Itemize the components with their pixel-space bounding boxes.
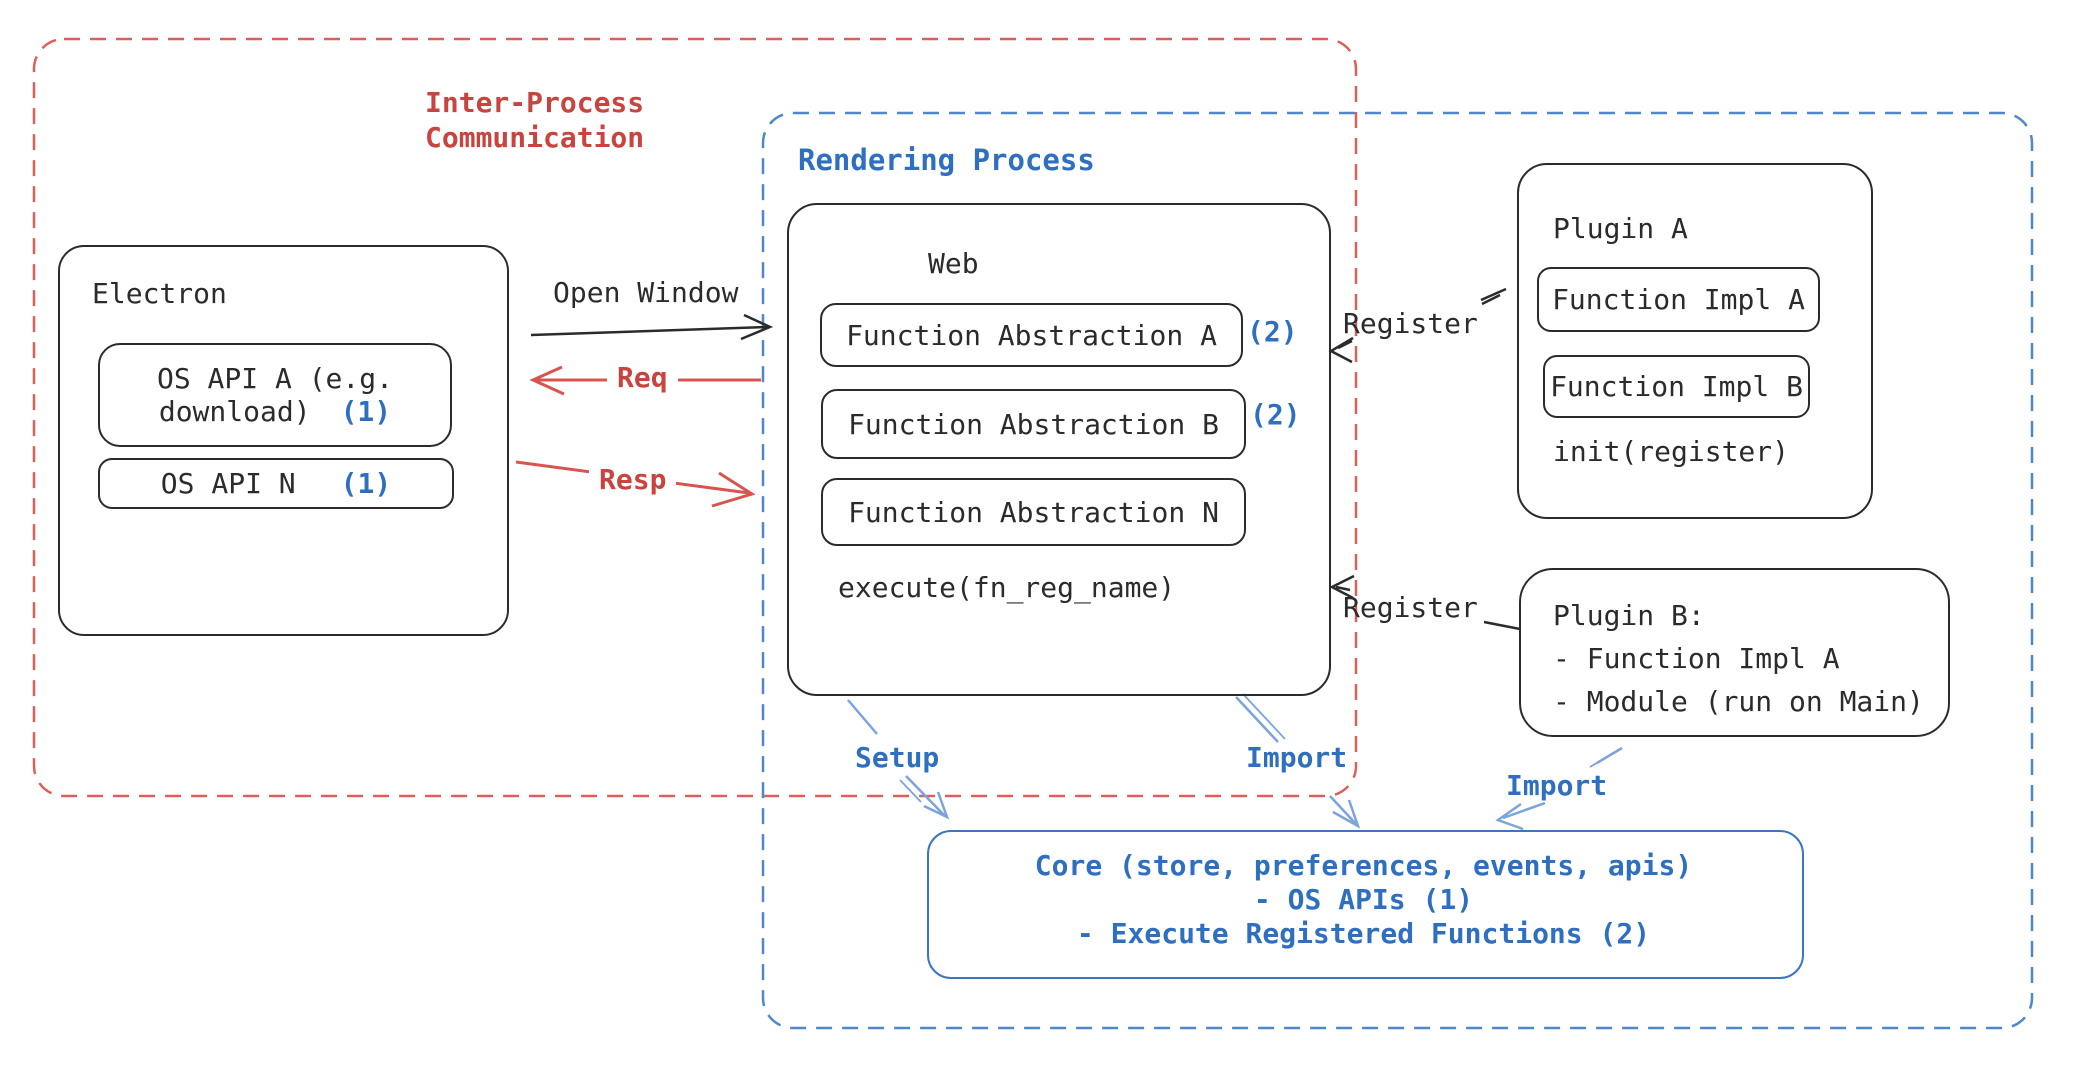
function-abstraction-b-box: Function Abstraction B <box>821 389 1246 459</box>
register-plugin-b-arrow <box>1329 574 1521 631</box>
setup-label: Setup <box>855 741 940 774</box>
web-box <box>787 203 1331 696</box>
function-abstraction-n-label: Function Abstraction N <box>848 495 1219 529</box>
ipc-dashed-boundary <box>32 37 1358 798</box>
os-api-n-text: OS API N <box>160 467 296 500</box>
electron-title: Electron <box>92 277 227 310</box>
core-text: Core (store, preferences, events, apis) … <box>927 849 1800 951</box>
core-box <box>927 830 1804 979</box>
os-api-a-label-line2: download) (1) <box>159 395 391 428</box>
open-window-label: Open Window <box>553 276 739 309</box>
function-impl-a-box: Function Impl A <box>1537 267 1820 332</box>
rendering-process-dashed-boundary <box>761 111 2034 1030</box>
rendering-process-title: Rendering Process <box>798 143 1095 177</box>
core-line3: - Execute Registered Functions (2) <box>1076 917 1651 950</box>
function-abstraction-a-label: Function Abstraction A <box>846 318 1217 352</box>
function-abstraction-n-box: Function Abstraction N <box>821 478 1246 546</box>
plugin-b-box <box>1519 568 1950 737</box>
os-api-a-box: OS API A (e.g. download) (1) <box>98 343 452 447</box>
os-api-a-text: download) <box>158 395 311 428</box>
function-abstraction-a-ref-badge: (2) <box>1247 315 1298 348</box>
plugin-b-text: Plugin B: - Function Impl A - Module (ru… <box>1553 594 1924 723</box>
function-impl-b-label: Function Impl B <box>1550 370 1803 403</box>
function-impl-b-box: Function Impl B <box>1543 355 1810 418</box>
import-web-label: Import <box>1246 741 1348 774</box>
import-web-arrow <box>1235 693 1361 829</box>
plugin-a-box <box>1517 163 1873 519</box>
req-label: Req <box>607 361 678 394</box>
import-plugin-b-arrow <box>1495 746 1623 831</box>
os-api-n-ref-badge: (1) <box>340 467 392 500</box>
function-abstraction-a-box: Function Abstraction A <box>820 303 1243 367</box>
setup-arrow <box>847 699 950 820</box>
execute-label: execute(fn_reg_name) <box>838 571 1176 604</box>
plugin-b-title: Plugin B: <box>1553 599 1705 632</box>
function-abstraction-b-ref-badge: (2) <box>1250 398 1301 431</box>
resp-label: Resp <box>589 463 677 496</box>
register-plugin-a-label: Register <box>1343 307 1478 340</box>
function-impl-a-label: Function Impl A <box>1552 283 1805 316</box>
os-api-a-ref-badge: (1) <box>340 395 392 428</box>
init-register-label: init(register) <box>1553 435 1790 468</box>
core-line2: - OS APIs (1) <box>1253 883 1474 916</box>
function-abstraction-b-label: Function Abstraction B <box>848 407 1219 441</box>
plugin-b-item-1: - Function Impl A <box>1553 642 1840 675</box>
os-api-a-label-line1: OS API A (e.g. <box>156 362 393 395</box>
web-title: Web <box>928 247 979 280</box>
os-api-n-box: OS API N (1) <box>98 458 454 509</box>
ipc-title-line1: Inter-Process <box>425 86 645 119</box>
electron-box <box>58 245 509 636</box>
register-plugin-b-label: Register <box>1343 591 1478 624</box>
plugin-b-item-2: - Module (run on Main) <box>1553 685 1924 718</box>
import-plugin-b-label: Import <box>1506 769 1608 802</box>
plugin-a-title: Plugin A <box>1553 212 1688 245</box>
core-line1: Core (store, preferences, events, apis) <box>1034 849 1693 882</box>
register-plugin-a-arrow <box>1328 287 1507 364</box>
open-window-arrow <box>530 313 774 341</box>
ipc-title-line2: Communication <box>425 121 645 154</box>
